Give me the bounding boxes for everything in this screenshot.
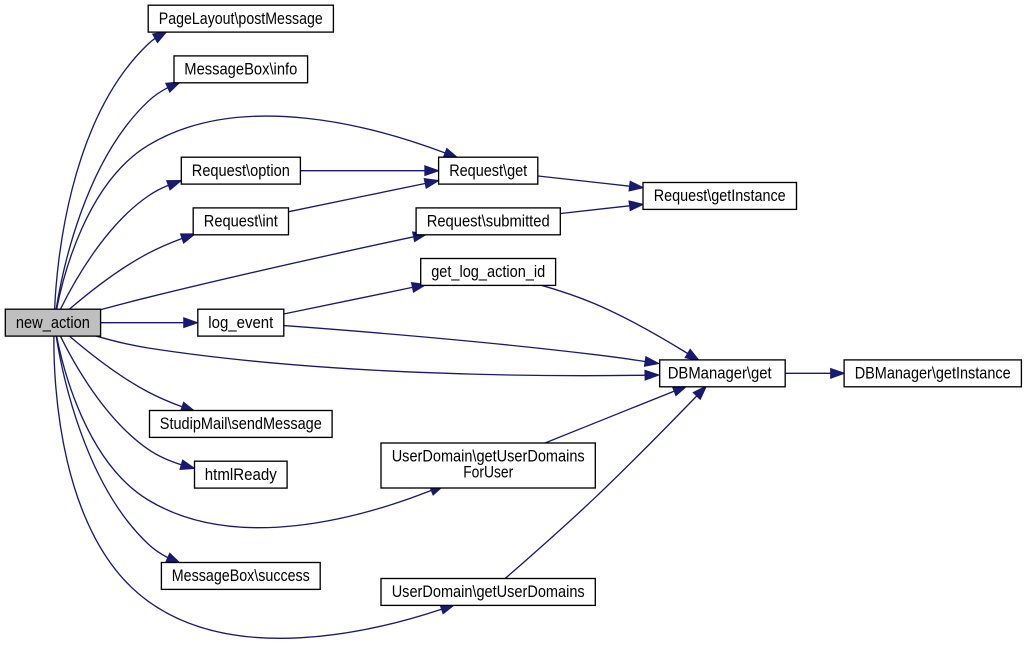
svg-text:MessageBox\info: MessageBox\info (184, 61, 297, 79)
svg-text:Request\get: Request\get (449, 162, 527, 180)
svg-text:Request\submitted: Request\submitted (427, 213, 550, 231)
svg-text:PageLayout\postMessage: PageLayout\postMessage (159, 10, 323, 28)
svg-text:UserDomain\getUserDomains: UserDomain\getUserDomains (392, 583, 585, 601)
svg-text:DBManager\get: DBManager\get (668, 365, 772, 383)
svg-text:new_action: new_action (16, 314, 90, 332)
svg-text:DBManager\getInstance: DBManager\getInstance (855, 365, 1011, 383)
svg-text:Request\getInstance: Request\getInstance (654, 187, 786, 205)
svg-text:log_event: log_event (208, 314, 273, 332)
svg-text:MessageBox\success: MessageBox\success (172, 567, 310, 585)
svg-text:UserDomain\getUserDomains: UserDomain\getUserDomains (392, 448, 585, 466)
svg-text:htmlReady: htmlReady (205, 466, 278, 484)
svg-text:Request\option: Request\option (192, 162, 290, 180)
svg-text:ForUser: ForUser (463, 464, 513, 482)
svg-text:StudipMail\sendMessage: StudipMail\sendMessage (160, 415, 322, 433)
svg-text:Request\int: Request\int (204, 213, 278, 231)
svg-text:get_log_action_id: get_log_action_id (431, 263, 545, 281)
